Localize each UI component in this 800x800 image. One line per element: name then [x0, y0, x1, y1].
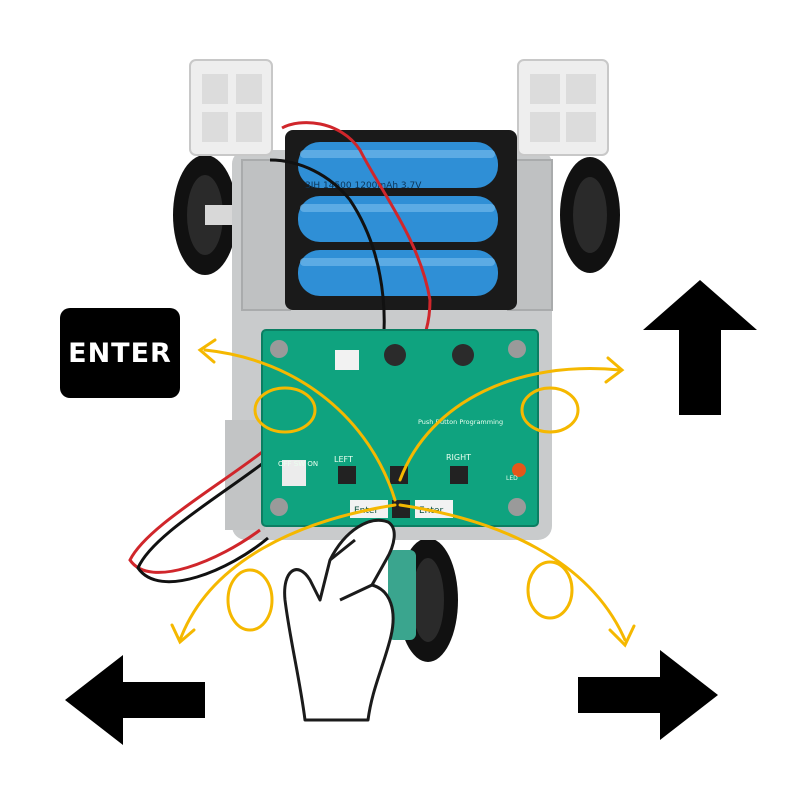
- led-label: LED: [506, 475, 518, 482]
- rear-right-wheel: [560, 157, 620, 273]
- arrow-up-icon: [643, 280, 757, 415]
- enter-badge: ENTER: [60, 308, 180, 398]
- left-button-label: LEFT: [334, 455, 353, 464]
- corner-brick-left: [189, 59, 273, 156]
- corner-brick-right: [517, 59, 609, 156]
- arrow-right-icon: [578, 650, 718, 740]
- enter-badge-text: ENTER: [68, 337, 172, 369]
- movement-doodles: [170, 338, 636, 648]
- right-button-label: RIGHT: [446, 453, 471, 462]
- front-wheel: [388, 538, 458, 662]
- battery-label: 3IH 14500 1200mAh 3.7V: [305, 181, 422, 191]
- hand-outline: [283, 518, 396, 722]
- push-button-label: Push Button Programming: [418, 418, 503, 426]
- switch-label: OFF SW ON: [278, 460, 318, 468]
- arrow-left-icon: [65, 655, 205, 745]
- rear-left-wheel: [173, 155, 245, 275]
